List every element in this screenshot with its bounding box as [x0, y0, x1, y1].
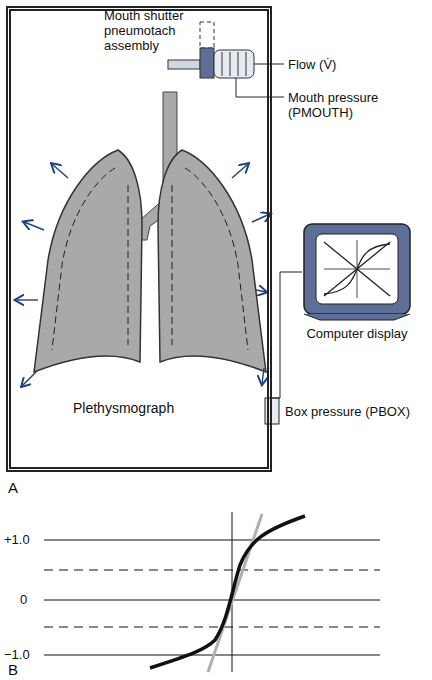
plethysmograph-box: Plethysmograph	[6, 6, 272, 472]
lung-inner-outline	[52, 168, 128, 350]
axis-value: −1.0	[4, 647, 30, 662]
left-lung	[34, 150, 142, 372]
axis-value: 0	[20, 592, 27, 607]
mouth-pressure-wire	[236, 78, 284, 97]
graph	[44, 512, 380, 672]
box-label: Plethysmograph	[73, 401, 174, 416]
monitor-icon	[302, 222, 412, 322]
right-lung	[158, 150, 266, 372]
part-label: Mouth shutter pneumotach assembly	[104, 8, 196, 53]
signal-label: Box pressure (PBOX)	[285, 404, 410, 419]
signal-label: Flow (V̇)	[288, 57, 336, 72]
axis-value: +1.0	[4, 532, 30, 547]
panel-letter: A	[8, 480, 18, 495]
panel-letter: B	[8, 662, 18, 677]
pneumotach-assembly	[168, 22, 254, 78]
expansion-arrows	[16, 164, 270, 386]
signal-cable	[272, 272, 302, 398]
computer-display: Computer display	[292, 222, 422, 341]
display-label: Computer display	[292, 326, 422, 341]
signal-label: Mouth pressure (PMOUTH)	[288, 90, 428, 120]
lung-inner-outline	[172, 168, 248, 350]
